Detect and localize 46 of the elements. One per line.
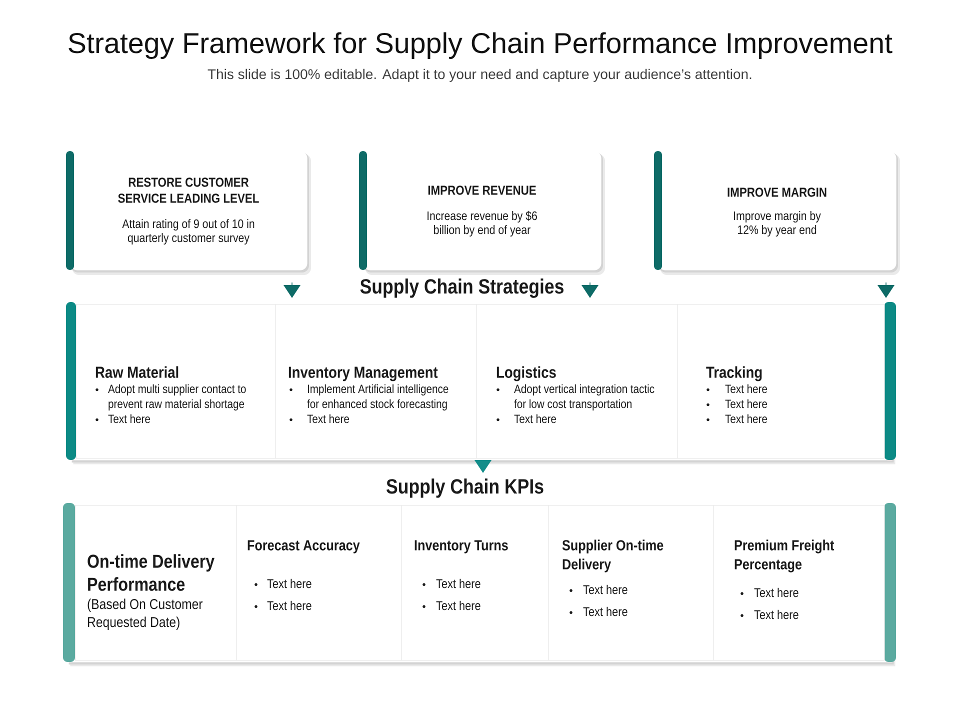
- bullet-text: Text here: [583, 584, 628, 594]
- kpi-cell: [236, 505, 402, 661]
- card-text: Improve margin by 12% by year end: [734, 211, 821, 237]
- card-text: Increase revenue by $6 billion by end of year: [428, 210, 537, 237]
- card-text: Attain rating of 9 out of 10 in quarterly customer survey: [122, 219, 254, 245]
- bullet-text: Adopt vertical integration tactic for low cost transportation: [514, 384, 654, 410]
- bullet-text: Text here: [267, 600, 312, 610]
- bullet-text: Adopt multi supplier contact to prevent raw material shortage: [108, 384, 246, 410]
- cell-heading: Raw Material: [96, 366, 178, 378]
- strategy-cell: [476, 304, 678, 459]
- section-heading: Supply Chain KPIs: [386, 478, 544, 498]
- bullet-text: Text here: [754, 588, 798, 598]
- title: Strategy Framework for Supply Chain Performance Improvement: [68, 32, 892, 59]
- bullet-text: Text here: [307, 414, 349, 424]
- card-heading: RESTORE CUSTOMER SERVICE LEADING LEVEL: [118, 178, 259, 203]
- bullet-text: Text here: [108, 414, 150, 424]
- cell-heading: Inventory Management: [288, 366, 438, 382]
- cell-heading: Supplier On-time Delivery: [562, 540, 664, 572]
- bullet-text: Text here: [725, 399, 767, 408]
- bullet-text: Text here: [436, 600, 480, 610]
- kpi-cell: [75, 505, 237, 661]
- strategy-cell: [76, 304, 276, 459]
- cell-heading: On-time Delivery Performance: [88, 554, 214, 591]
- bullet-text: Text here: [514, 414, 556, 424]
- section-heading: Supply Chain Strategies: [360, 278, 564, 298]
- cell-heading: Inventory Turns: [414, 540, 508, 554]
- kpi-cell: [548, 505, 714, 661]
- bullet-text: Text here: [436, 578, 480, 588]
- bullet-text: Text here: [267, 578, 312, 588]
- bullet-text: Text here: [725, 414, 767, 424]
- bullet-text: Text here: [583, 606, 628, 616]
- cell-heading: Tracking: [706, 366, 762, 382]
- cell-heading: Logistics: [496, 366, 556, 382]
- card-heading: IMPROVE MARGIN: [728, 188, 826, 197]
- card-heading: IMPROVE REVENUE: [428, 186, 536, 195]
- subtitle: This slide is 100% editable. Adapt it to your need and capture your audience’s attention.: [208, 68, 752, 82]
- kpi-cell: [713, 505, 885, 661]
- cell-heading: Premium Freight Percentage: [734, 540, 834, 572]
- kpi-cell: [401, 505, 549, 661]
- cell-note: (Based On Customer Requested Date): [88, 598, 203, 630]
- bullet-text: Text here: [754, 610, 798, 620]
- strategy-cell: [275, 304, 477, 459]
- bullet-text: Text here: [725, 384, 767, 394]
- strategy-cell: [677, 304, 885, 459]
- bullet-text: Implement Artificial intelligence for enhanced stock forecasting: [307, 384, 448, 410]
- cell-heading: Forecast Accuracy: [248, 540, 360, 554]
